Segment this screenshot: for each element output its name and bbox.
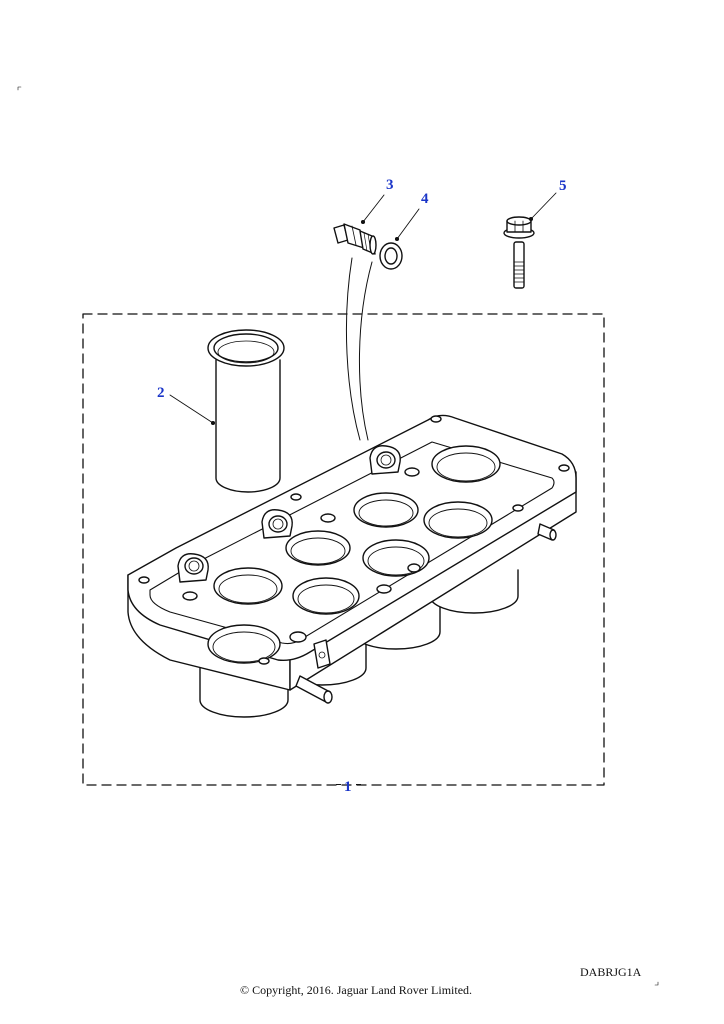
callout-1-dash [336,784,341,785]
fitting-leader-line [345,257,361,441]
fitting-part[interactable] [333,223,377,255]
threaded-boss [177,553,209,583]
pipe-stub [295,675,333,704]
threaded-boss [261,509,293,539]
callout-3[interactable]: 3 [386,177,394,193]
corner-mark [17,86,22,91]
kit-boundary [82,313,605,786]
copyright-notice: © Copyright, 2016. Jaguar Land Rover Lim… [239,983,473,997]
callout-1[interactable]: 1 [344,779,352,795]
fitting-leader-line [358,261,373,441]
bolt-part[interactable] [503,216,535,289]
callout-5[interactable]: 5 [559,178,567,194]
callout-leaders [169,192,557,426]
corner-mark [654,981,659,986]
callout-4[interactable]: 4 [421,191,429,207]
drawing-code: DABRJG1A [580,965,642,979]
plenum-housing-part[interactable] [127,414,577,718]
washer-part[interactable] [379,242,403,270]
callout-1-dash [356,784,361,785]
pipe-stub [537,523,557,541]
threaded-boss [369,445,401,475]
callout-2[interactable]: 2 [157,385,165,401]
tube-part[interactable] [207,329,285,493]
